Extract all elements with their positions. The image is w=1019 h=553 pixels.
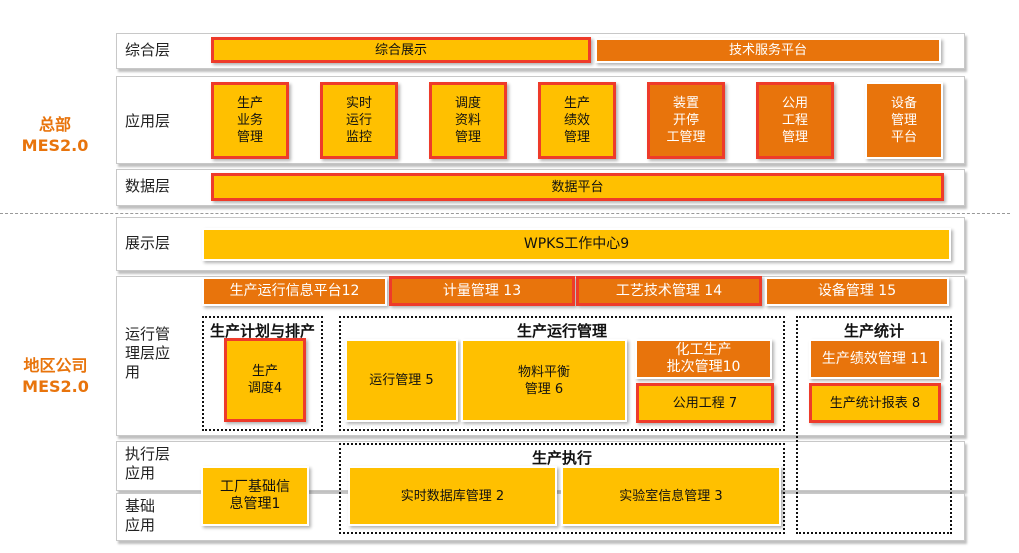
hq-app-box: 调度 资料 管理 — [429, 82, 507, 159]
hq-app-box: 生产 绩效 管理 — [538, 82, 616, 159]
divider — [0, 213, 1010, 214]
group-title: 生产运行管理 — [516, 322, 607, 340]
material-balance-box: 物料平衡 管理 6 — [461, 339, 627, 422]
run-mgmt-box: 运行管理 5 — [345, 339, 458, 422]
layer-label: 运行管 理层应 用 — [125, 325, 171, 381]
layer-label: 展示层 — [125, 234, 171, 252]
hq-app-box: 实时 运行 监控 — [320, 82, 398, 159]
top-row-box: 计量管理 13 — [389, 276, 575, 306]
top-row-box: 设备管理 15 — [765, 277, 949, 306]
layer-label: 执行层 应用 — [125, 445, 171, 482]
hq-app-box: 设备 管理 平台 — [865, 82, 943, 159]
tech-service-box: 技术服务平台 — [595, 38, 941, 63]
integrated-display-box: 综合展示 — [211, 37, 591, 63]
hq-app-box: 生产 业务 管理 — [211, 82, 289, 159]
hq-mes-label: 总部 MES2.0 — [21, 115, 89, 155]
operation-group — [339, 316, 785, 431]
lims-box: 实验室信息管理 3 — [561, 466, 781, 526]
factory-info-box: 工厂基础信 息管理1 — [201, 466, 309, 526]
report-box: 生产统计报表 8 — [809, 383, 941, 423]
data-platform-box: 数据平台 — [211, 173, 944, 201]
hq-app-box: 公用 工程 管理 — [756, 82, 834, 159]
group-title: 生产计划与排产 — [209, 322, 315, 340]
layer-label: 数据层 — [125, 177, 171, 195]
performance-box: 生产绩效管理 11 — [809, 339, 941, 379]
statistics-group — [796, 316, 952, 534]
planning-group — [202, 316, 323, 431]
layer-label: 综合层 — [125, 41, 171, 59]
hq-app-box: 装置 开停 工管理 — [647, 82, 725, 159]
dispatch-box: 生产 调度4 — [224, 338, 306, 422]
group-title: 生产执行 — [531, 449, 592, 467]
region-mes-label: 地区公司 MES2.0 — [22, 356, 89, 396]
batch-mgmt-box: 化工生产 批次管理10 — [635, 339, 772, 379]
layer-label: 应用层 — [125, 112, 171, 130]
execution-group — [339, 443, 785, 534]
wpks-box: WPKS工作中心9 — [202, 228, 951, 261]
utility-box: 公用工程 7 — [636, 383, 774, 423]
top-row-box: 工艺技术管理 14 — [576, 276, 762, 306]
layer-label: 基础 应用 — [125, 497, 156, 534]
group-title: 生产统计 — [843, 322, 904, 340]
rtdb-box: 实时数据库管理 2 — [348, 466, 557, 526]
top-row-box: 生产运行信息平台12 — [202, 277, 387, 306]
